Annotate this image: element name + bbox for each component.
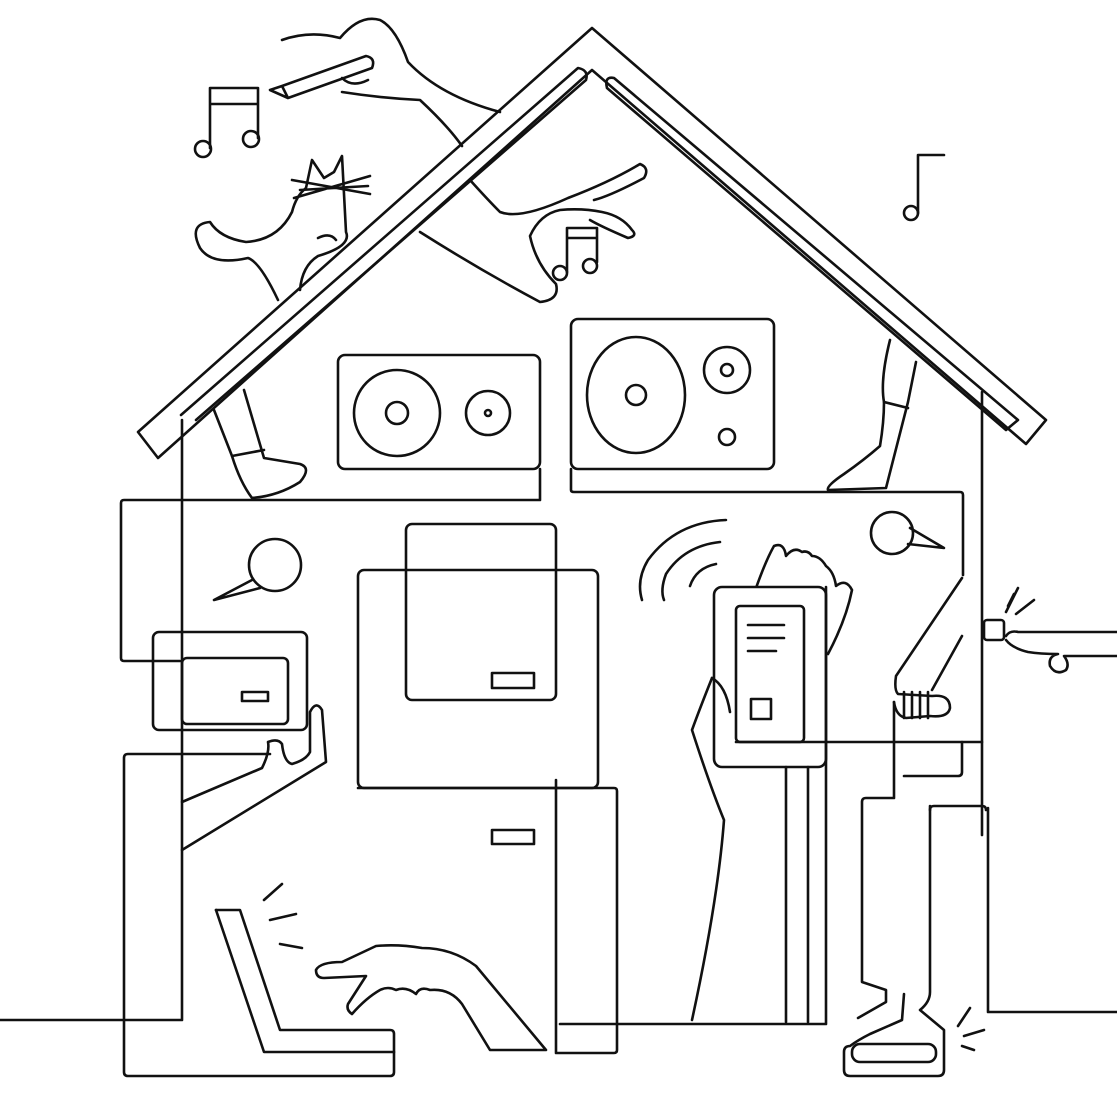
hand-on-thermostat [180,704,328,852]
small-speaker [119,353,542,663]
laptop-icon [122,752,548,1078]
legs-on-roof [212,338,918,500]
refrigerator [356,522,619,1055]
hand-holding-phone [558,543,984,1026]
doorbell-icon [982,586,1117,674]
thermostat-icon [151,630,309,732]
house-right-wall [980,390,1117,1014]
music-notes-icon [193,86,946,282]
hands-on-roof [418,162,648,304]
voice-assistant-icon [212,510,946,602]
vacuum-cleaner-icon [842,804,988,1078]
hand-with-pencil [268,17,502,148]
large-speaker [569,317,965,577]
roof [136,26,1048,460]
ground-line-left [0,418,184,1022]
wifi-signal-icon [638,518,728,602]
cat-icon [194,154,372,302]
hand-on-switch [856,576,964,1020]
